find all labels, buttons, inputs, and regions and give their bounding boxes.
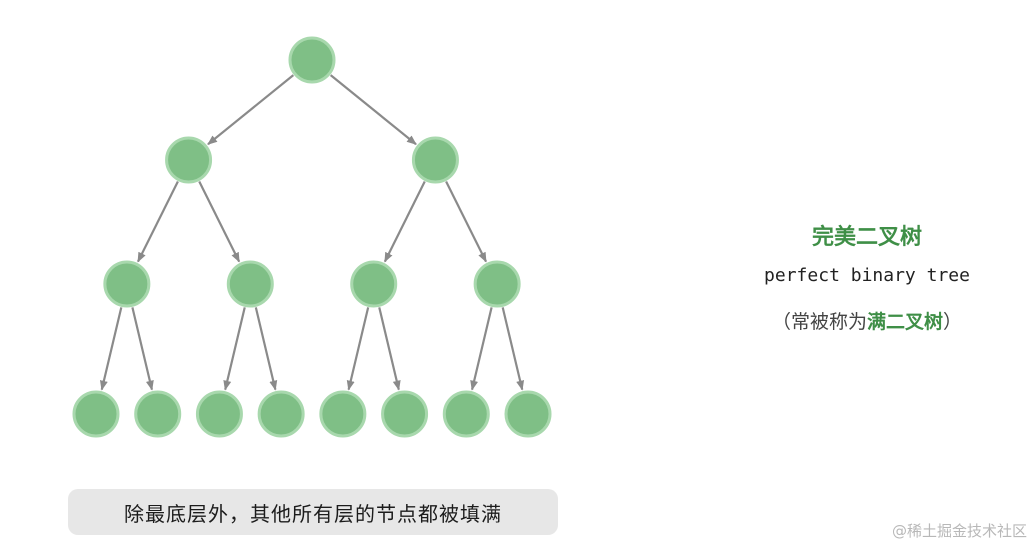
side-note: （常被称为满二叉树） xyxy=(740,307,994,334)
watermark: @稀土掘金技术社区 xyxy=(891,522,1027,540)
tree-edge-arrow xyxy=(131,307,154,391)
side-note-open: （常被称为 xyxy=(771,311,867,333)
tree-edge-arrow xyxy=(207,74,295,146)
tree-edge-arrow xyxy=(198,180,241,263)
tree-node xyxy=(257,390,305,438)
caption-box: 除最底层外，其他所有层的节点都被填满 xyxy=(68,489,558,535)
tree-edge-arrow xyxy=(137,180,179,263)
side-title: 完美二叉树 xyxy=(811,225,922,250)
tree-nodes xyxy=(72,36,552,438)
side-subtitle: perfect binary tree xyxy=(764,265,970,286)
tree-node xyxy=(195,390,243,438)
tree-node xyxy=(350,260,398,308)
side-note-highlight: 满二叉树 xyxy=(866,311,943,333)
tree-node xyxy=(288,36,336,84)
tree-node xyxy=(319,390,367,438)
tree-edges xyxy=(99,74,525,391)
tree-node xyxy=(165,136,213,184)
tree-edge-arrow xyxy=(254,307,278,391)
caption-text: 除最底层外，其他所有层的节点都被填满 xyxy=(124,501,502,526)
tree-edge-arrow xyxy=(445,180,487,263)
tree-node xyxy=(411,136,459,184)
tree-edge-arrow xyxy=(470,307,493,391)
tree-edge-arrow xyxy=(329,74,417,146)
tree-node xyxy=(442,390,490,438)
tree-edge-arrow xyxy=(378,307,401,391)
tree-edge-arrow xyxy=(346,307,370,391)
tree-node xyxy=(72,390,120,438)
tree-edge-arrow xyxy=(223,307,246,391)
side-note-close: ） xyxy=(943,311,963,333)
tree-node xyxy=(504,390,552,438)
tree-node xyxy=(103,260,151,308)
tree-node xyxy=(473,260,521,308)
tree-edge-arrow xyxy=(501,307,525,391)
tree-edge-arrow xyxy=(99,307,123,391)
tree-node xyxy=(134,390,182,438)
tree-node xyxy=(226,260,274,308)
tree-edge-arrow xyxy=(383,180,426,263)
tree-node xyxy=(381,390,429,438)
